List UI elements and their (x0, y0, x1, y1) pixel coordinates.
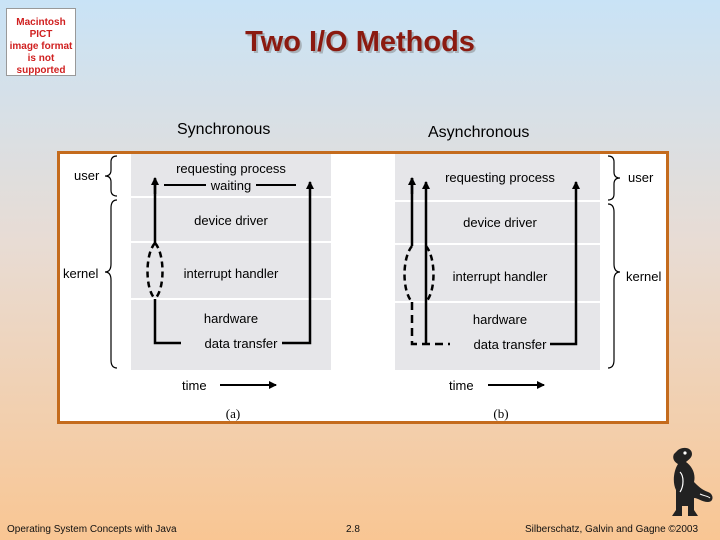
sync-hardware: hardware (204, 311, 258, 326)
footer-page-number: 2.8 (346, 524, 360, 535)
async-diagram: requesting process device driver interru… (395, 154, 662, 421)
sync-diagram: requesting process waiting device driver… (63, 154, 331, 421)
sync-kernel-brace (105, 200, 117, 368)
footer-book-title: Operating System Concepts with Java (7, 524, 177, 535)
io-methods-figure: requesting process waiting device driver… (57, 151, 669, 424)
sync-interrupt-handler: interrupt handler (184, 266, 279, 281)
footer-authors: Silberschatz, Galvin and Gagne ©2003 (525, 524, 698, 535)
async-time-label: time (449, 378, 474, 393)
slide-title: Two I/O Methods (0, 26, 720, 59)
sync-data-transfer: data transfer (205, 336, 279, 351)
io-diagram: requesting process waiting device driver… (60, 154, 666, 421)
sync-caption: (a) (226, 406, 240, 421)
asynchronous-label: Asynchronous (428, 124, 529, 142)
async-device-driver: device driver (463, 215, 537, 230)
async-hardware: hardware (473, 312, 527, 327)
async-interrupt-handler: interrupt handler (453, 269, 548, 284)
sync-user-label: user (74, 168, 100, 183)
async-caption: (b) (493, 406, 508, 421)
sync-requesting-process: requesting process (176, 161, 286, 176)
async-requesting-process: requesting process (445, 170, 555, 185)
sync-user-brace (105, 156, 117, 196)
async-data-transfer: data transfer (474, 337, 548, 352)
dinosaur-mascot-icon (664, 446, 716, 518)
sync-kernel-label: kernel (63, 266, 99, 281)
synchronous-label: Synchronous (177, 121, 270, 139)
async-user-label: user (628, 170, 654, 185)
sync-device-driver: device driver (194, 213, 268, 228)
sync-waiting: waiting (210, 178, 251, 193)
async-kernel-label: kernel (626, 269, 662, 284)
sync-time-label: time (182, 378, 207, 393)
async-user-brace (608, 156, 620, 200)
async-kernel-brace (608, 204, 620, 368)
